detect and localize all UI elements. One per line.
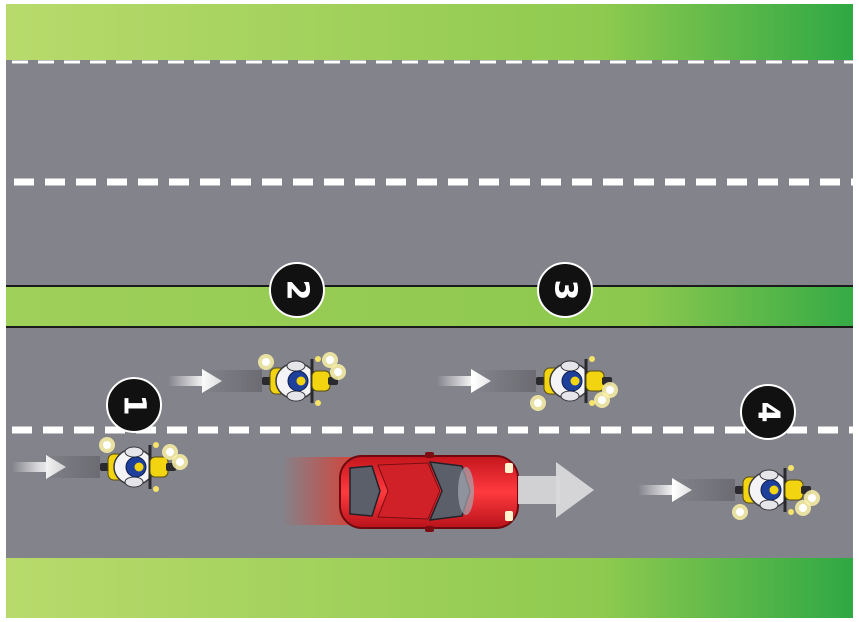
step-marker-2: 2 xyxy=(270,263,324,317)
headlight-glow xyxy=(530,395,546,411)
step-marker-label: 1 xyxy=(117,395,152,416)
grass-median xyxy=(6,286,853,327)
step-marker-label: 4 xyxy=(751,402,786,423)
headlight-glow xyxy=(172,454,188,470)
headlight-glow xyxy=(804,490,820,506)
headlight-glow xyxy=(330,364,346,380)
grass-bottom xyxy=(6,558,853,618)
headlight-glow xyxy=(602,382,618,398)
headlight-glow xyxy=(258,354,274,370)
grass-top xyxy=(6,4,853,60)
step-marker-3: 3 xyxy=(538,263,592,317)
road-upper xyxy=(6,60,853,285)
headlight-glow xyxy=(99,437,115,453)
headlight-glow xyxy=(732,504,748,520)
step-marker-4: 4 xyxy=(741,385,795,439)
step-marker-1: 1 xyxy=(107,378,161,432)
car-icon xyxy=(340,452,518,532)
step-marker-label: 2 xyxy=(280,280,315,301)
step-marker-label: 3 xyxy=(548,280,583,301)
